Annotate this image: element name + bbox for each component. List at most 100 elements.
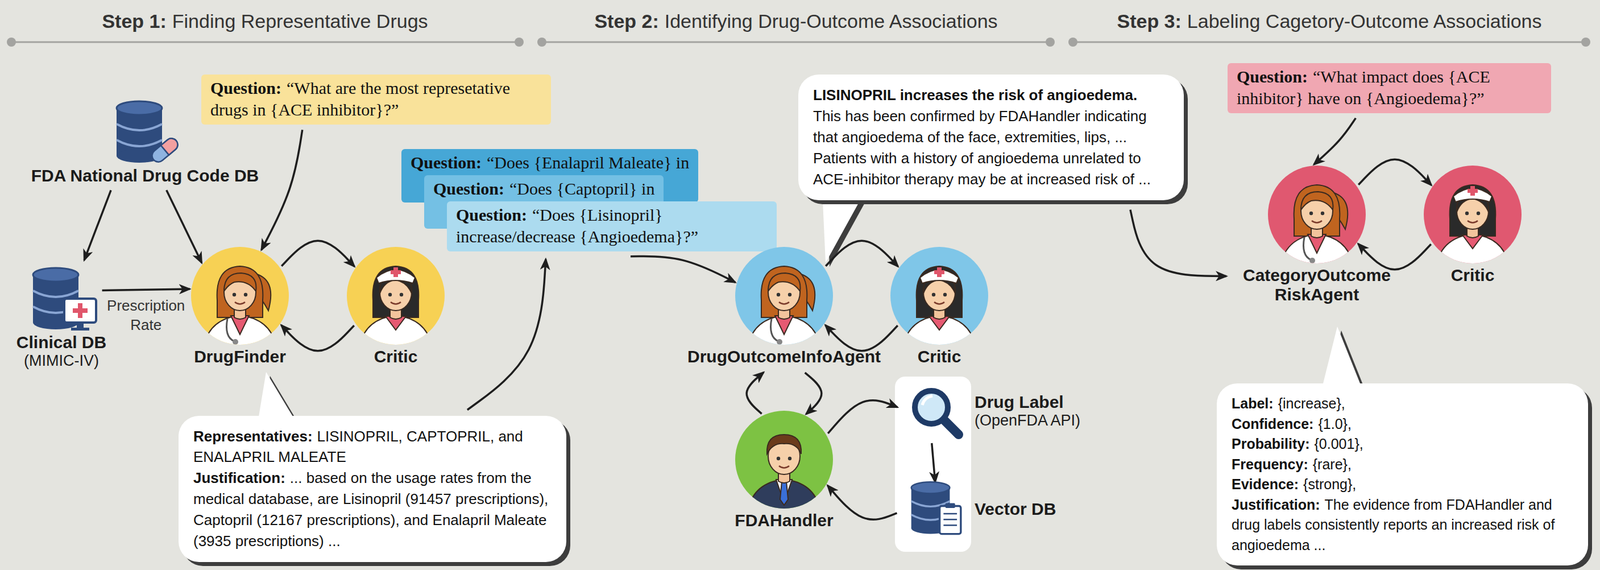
- text-line: Question:“What are the most represetativ…: [210, 77, 542, 120]
- step-rule: [540, 41, 1052, 44]
- text-line: Critic: [338, 346, 453, 367]
- agent-avatar: [888, 244, 991, 347]
- icon-part: [776, 338, 783, 345]
- agent-node: Critic: [882, 244, 997, 367]
- icon-part: [934, 301, 945, 305]
- icon-part: [390, 301, 401, 305]
- icon-part: [76, 322, 84, 329]
- icon-part: [1300, 191, 1333, 210]
- text-line: Vector DB: [974, 499, 1056, 519]
- field-heading: Justification:: [1231, 496, 1321, 513]
- icon-part: [359, 314, 433, 347]
- agent-node: Critic: [338, 244, 453, 367]
- icon-part: [399, 292, 404, 297]
- text: {1.0},: [1317, 415, 1351, 432]
- text-line: Justification:The evidence from FDAHandl…: [1231, 494, 1574, 556]
- text: {0.001},: [1314, 435, 1364, 452]
- agent-avatar: [732, 244, 836, 347]
- step-number: Step 2:: [594, 10, 659, 32]
- icon-part: [788, 292, 792, 297]
- arrow-connector: [825, 240, 898, 267]
- field-heading: Question:: [210, 78, 282, 98]
- step-rule: [10, 41, 521, 44]
- text: Drug Label: [974, 392, 1064, 412]
- text: FDA National Drug Code DB: [31, 166, 260, 185]
- icon-part: [1309, 211, 1313, 215]
- icon-part: [780, 481, 789, 505]
- speech-bubble: Representatives:LISINOPRIL, CAPTOPRIL, a…: [178, 415, 567, 562]
- icon-part: [943, 292, 947, 297]
- field-heading: Label:: [1231, 395, 1274, 412]
- text-line: Question:“Does {Lisinopril} increase/dec…: [456, 204, 768, 247]
- icon-part: [1467, 185, 1478, 196]
- icon-part: [890, 246, 989, 345]
- step-number: Step 1:: [101, 10, 167, 32]
- question-box: Question:“What impact does {ACE inhibito…: [1227, 63, 1552, 114]
- icon-part: [902, 314, 976, 347]
- icon-part: [1449, 184, 1496, 236]
- icon-part: [735, 410, 833, 509]
- icon-part: [914, 390, 948, 424]
- icon-part: [191, 246, 289, 345]
- text-line: LISINOPRIL increases the risk of angioed…: [813, 84, 1170, 106]
- rule-dot: [6, 37, 16, 47]
- arrow-connector: [281, 325, 355, 351]
- text: “Does {Captopril} in: [509, 179, 655, 198]
- icon-part: [372, 266, 420, 318]
- text: {strong},: [1303, 475, 1357, 492]
- text-line: Question:“Does {Enalapril Maleate} in: [410, 151, 690, 174]
- question-box: Question:“Does {Lisinopril} increase/dec…: [446, 201, 777, 252]
- arrow-connector: [281, 240, 355, 267]
- icon-part: [234, 301, 246, 305]
- text: Clinical DB: [16, 332, 107, 352]
- agent-avatar: [1265, 163, 1369, 266]
- edge-label: Prescription Rate: [97, 296, 195, 335]
- arrow-connector: [805, 372, 822, 414]
- icon-part: [771, 318, 779, 342]
- icon-part: [776, 456, 781, 460]
- icon-part: [390, 267, 401, 277]
- step-header: Step 2:Identifying Drug-Outcome Associat…: [594, 10, 998, 33]
- rule-dot: [1068, 37, 1078, 47]
- text-line: Label:{increase},: [1231, 393, 1574, 414]
- arrow-connector: [84, 189, 111, 260]
- icon-part: [943, 524, 957, 526]
- icon-part: [1280, 184, 1354, 266]
- field-heading: LISINOPRIL increases the risk of angioed…: [813, 86, 1138, 104]
- arrow-connector: [467, 259, 546, 410]
- agent-node: DrugOutcomeInfoAgent: [664, 244, 904, 367]
- field-heading: Frequency:: [1231, 456, 1309, 472]
- agent-node: FDAHandler: [698, 408, 870, 530]
- step-number: Step 3:: [1116, 10, 1181, 32]
- text: DrugOutcomeInfoAgent: [687, 346, 881, 366]
- text-line: FDA National Drug Code DB: [17, 166, 273, 186]
- text-line: Critic: [1415, 265, 1530, 285]
- icon-part: [226, 318, 235, 342]
- icon-part: [1467, 220, 1478, 223]
- text-line: CategoryOutcome RiskAgent: [1231, 265, 1403, 305]
- database-icon: [904, 477, 967, 541]
- icon-part: [72, 303, 88, 318]
- icon-part: [116, 139, 163, 147]
- rule-dot: [1581, 37, 1591, 47]
- speech-bubble: Label:{increase},Confidence:{1.0},Probab…: [1216, 383, 1589, 566]
- arrow-connector: [931, 442, 936, 483]
- icon-part: [1476, 211, 1481, 215]
- arrow-connector: [1358, 159, 1432, 185]
- text-line: DrugFinder: [154, 346, 326, 367]
- text: Critic: [1451, 265, 1495, 285]
- icon-part: [943, 512, 957, 515]
- icon-part: [761, 266, 808, 318]
- icon-part: [160, 135, 181, 156]
- agent-node: Critic: [1415, 163, 1530, 285]
- question-box: Question:“What are the most represetativ…: [201, 74, 551, 125]
- icon-part: [1303, 237, 1312, 260]
- text: DrugFinder: [193, 346, 286, 366]
- icon-part: [902, 266, 976, 347]
- icon-part: [1294, 184, 1341, 236]
- arrow-connector: [166, 189, 202, 263]
- icon-part: [747, 266, 821, 347]
- icon-part: [1311, 220, 1322, 223]
- agent-avatar: [188, 244, 292, 347]
- rule-dots: [6, 37, 1591, 47]
